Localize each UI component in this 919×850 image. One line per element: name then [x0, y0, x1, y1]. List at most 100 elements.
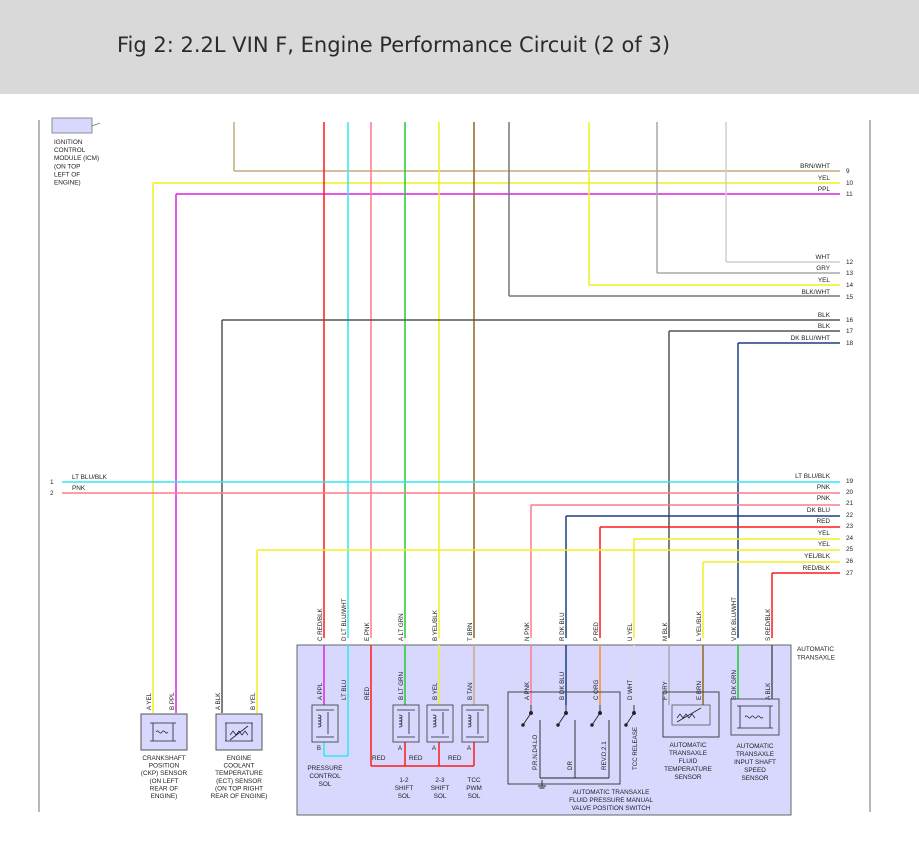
icm-box — [51, 117, 93, 134]
wire-color-label: PNK — [817, 495, 831, 502]
transaxle-pin-label: D LT BLU/WHT — [341, 598, 348, 641]
wire-number-label: 27 — [846, 570, 854, 577]
wire-number-label: 21 — [846, 500, 854, 507]
right-wire-labels: BRN/WHT9YEL10PPL11WHT12GRY13YEL14BLK/WHT… — [791, 163, 854, 577]
inner-pin-label: LT BLU — [341, 680, 348, 700]
inner-pin-label: B DK BLU — [559, 672, 566, 700]
inner-pin-label: A PNK — [524, 681, 531, 700]
fluid-temp-label: TEMPERATURE — [664, 766, 712, 773]
shift-1-2-label: SOL — [398, 793, 411, 800]
fluid-pressure-switch-box — [507, 691, 621, 785]
ckp-label-line: (CKP) SENSOR — [141, 770, 188, 777]
transaxle-pin-label: P RED — [593, 622, 600, 641]
tcc-pwm-label: TCC — [467, 777, 481, 784]
wire-color-label: RED/BLK — [803, 565, 831, 572]
speed-sensor-label: SPEED — [744, 767, 766, 774]
switch-position-label: P.R.N.D4.LO — [532, 735, 539, 770]
wire-number-label: 13 — [846, 270, 854, 277]
wire-color-label: LT BLU/BLK — [72, 474, 108, 481]
inner-pin-label: RED — [364, 686, 371, 700]
fluid-temperature-sensor — [662, 691, 720, 738]
wire-color-label: BLK/WHT — [802, 289, 831, 296]
switch-position-label: REV.D.2.1 — [601, 741, 608, 770]
speed-sensor-label: SENSOR — [742, 775, 769, 782]
ect-label-line: ENGINE — [227, 755, 252, 762]
switch-contacts — [521, 705, 636, 789]
wire-number-label: 9 — [846, 168, 850, 175]
speed-sensor-label: INPUT SHAFT — [734, 759, 776, 766]
sensor-pin-label: A YEL — [146, 692, 153, 710]
tcc-pwm-solenoid — [461, 704, 489, 743]
wire-number-label: 24 — [846, 535, 854, 542]
icm-label-line: (ON TOP — [54, 163, 80, 170]
sensor-pin-label: A BLK — [215, 692, 222, 710]
wire-number-label: 11 — [846, 191, 853, 198]
inner-pin-label: F GRY — [662, 681, 669, 700]
transaxle-pin-label: C RED/BLK — [317, 607, 324, 641]
transaxle-label-line: AUTOMATIC — [797, 646, 834, 653]
red-wire-label: RED — [409, 755, 423, 762]
wire-number-label: 26 — [846, 558, 854, 565]
wire-number-label: 19 — [846, 478, 854, 485]
ect-label-line: TEMPERATURE — [215, 770, 263, 777]
transaxle-pin-label: U YEL — [627, 623, 634, 641]
fluid-temp-label: FLUID — [679, 758, 698, 765]
ckp-label-line: ENGINE) — [151, 793, 178, 800]
wire-number-label: 1 — [50, 479, 54, 486]
pressure-control-label: SOL — [319, 781, 332, 788]
speed-sensor-label: AUTOMATIC — [736, 743, 773, 750]
shift-solenoid-1-2 — [392, 704, 420, 743]
wire-color-label: YEL — [818, 277, 831, 284]
shift-1-2-label: 1-2 — [399, 777, 409, 784]
wire-color-label: BLK — [818, 323, 831, 330]
wire-number-label: 14 — [846, 282, 854, 289]
wire-number-label: 12 — [846, 259, 854, 266]
ect-label-line: REAR OF ENGINE) — [211, 793, 268, 800]
ckp-sensor — [140, 713, 188, 751]
wire-number-label: 17 — [846, 328, 854, 335]
ect-label-line: (ON TOP RIGHT — [215, 785, 263, 792]
figure-title: Fig 2: 2.2L VIN F, Engine Performance Ci… — [117, 33, 671, 57]
tcc-pwm-label: PWM — [466, 785, 482, 792]
fluid-temp-label: AUTOMATIC — [669, 742, 706, 749]
sensor-pin-label: B PPL — [169, 692, 176, 710]
wire-color-label: DK BLU/WHT — [791, 335, 831, 342]
wire-color-label: YEL — [818, 541, 831, 548]
speed-sensor-label: TRANSAXLE — [736, 751, 774, 758]
inner-pin-label: A PPL — [317, 682, 324, 700]
wire-color-label: RED — [817, 518, 831, 525]
red-wire-label: RED — [448, 755, 462, 762]
transaxle-pin-label: S RED/BLK — [765, 608, 772, 641]
icm-label-line: MODULE (ICM) — [54, 155, 99, 162]
icm-label-line: LEFT OF — [54, 171, 80, 178]
wire-color-label: YEL — [818, 175, 831, 182]
switch-label-line: VALVE POSITION SWITCH — [572, 805, 651, 812]
pressure-control-solenoid — [311, 704, 339, 743]
inner-pin-label: E BRN — [696, 681, 703, 700]
pressure-control-label: PRESSURE — [307, 765, 342, 772]
wire-number-label: 16 — [846, 317, 854, 324]
inner-pin-label: B YEL — [432, 682, 439, 700]
wire-color-label: YEL/BLK — [804, 553, 831, 560]
wire-color-label: LT BLU/BLK — [795, 473, 831, 480]
solenoid-pin-letter: A — [398, 745, 403, 752]
fluid-temp-label: TRANSAXLE — [669, 750, 707, 757]
shift-2-3-label: 2-3 — [435, 777, 445, 784]
wire-color-label: YEL — [818, 530, 831, 537]
shift-2-3-label: SHIFT — [431, 785, 450, 792]
wire-color-label: GRY — [816, 265, 830, 272]
ect-sensor — [215, 713, 263, 751]
inner-pin-label: B LT GRN — [398, 672, 405, 700]
switch-position-label: DR — [567, 761, 574, 770]
transaxle-pin-label: V DK BLU/WHT — [731, 597, 738, 641]
transaxle-pin-label: T BRN — [467, 623, 474, 641]
transaxle-pin-label: B YEL/BLK — [432, 609, 439, 641]
fluid-temp-label: SENSOR — [675, 774, 702, 781]
wire-number-label: 20 — [846, 489, 854, 496]
